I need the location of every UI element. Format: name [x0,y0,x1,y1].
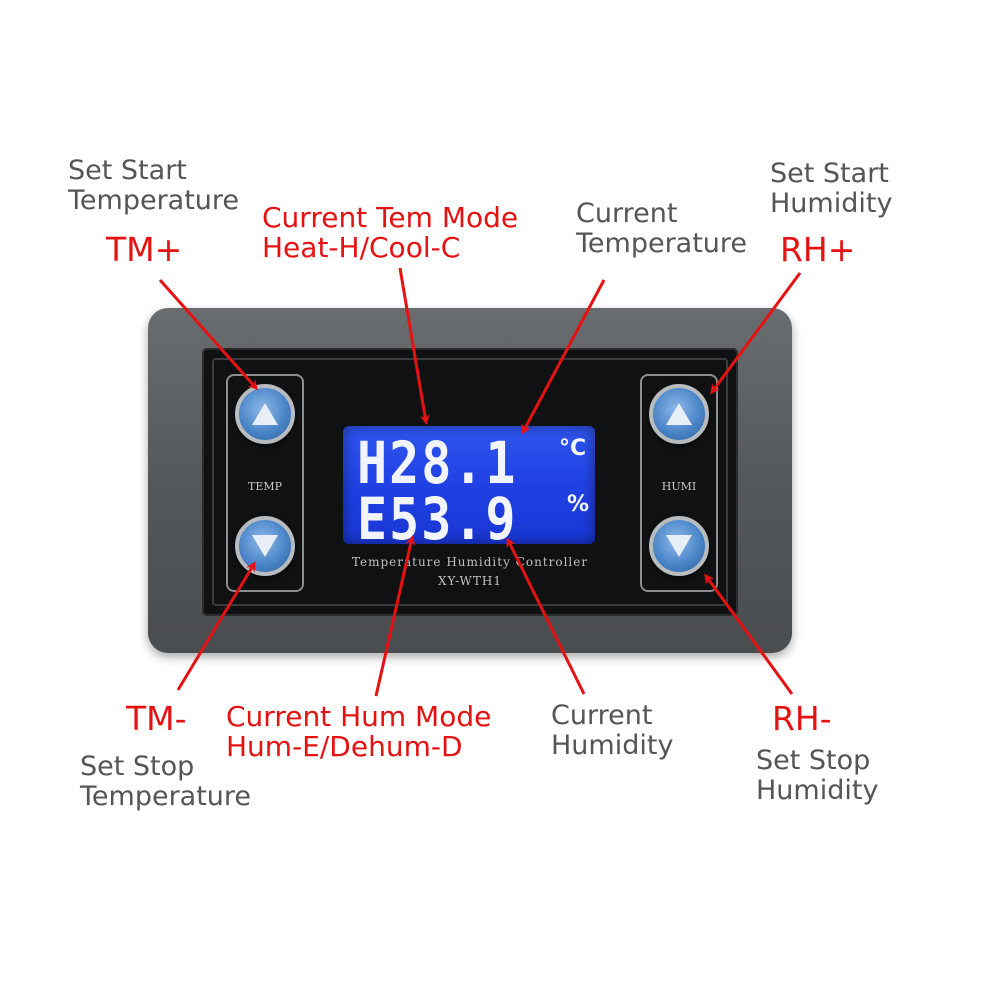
triangle-up-icon [666,403,692,425]
current-hum-line2: Humidity [551,730,674,761]
rh-plus-desc-line1: Set Start [770,158,889,189]
temp-up-button[interactable] [235,384,295,444]
rh-plus-title: RH+ [780,230,856,269]
tm-minus-desc-line1: Set Stop [80,751,195,782]
tm-plus-desc-line2: Temperature [68,185,240,216]
arrow-current-hum [506,537,586,695]
temp-mode-line1: Current Tem Mode [262,201,519,234]
temp-button-caption: TEMP [247,480,283,493]
hum-mode-line2: Hum-E/Dehum-D [226,730,463,763]
faceplate-border [212,358,728,606]
arrow-temp-mode [398,267,430,425]
triangle-down-icon [252,535,278,557]
humi-button-group: HUMI [640,374,718,592]
device-faceplate: TEMP H28.1 °C E53.9 % Temperature Humidi… [202,348,738,616]
rh-plus-desc-line2: Humidity [770,188,893,219]
current-hum-line1: Current [551,700,653,731]
current-temp-line1: Current [576,198,678,229]
temp-button-group: TEMP [226,374,304,592]
tm-plus-title: TM+ [106,230,183,269]
tm-minus-title: TM- [126,699,187,738]
model-name: XY-WTH1 [438,574,502,588]
temp-mode-line2: Heat-H/Cool-C [262,231,461,264]
arrow-tm-minus [176,561,256,691]
display-hum-unit: % [567,492,590,517]
arrow-current-temp [521,279,606,435]
display-temp-unit: °C [559,436,587,461]
current-temp-line2: Temperature [576,228,748,259]
arrow-tm-plus [158,279,258,391]
rh-minus-desc-line1: Set Stop [756,745,871,776]
controller-device: TEMP H28.1 °C E53.9 % Temperature Humidi… [148,308,792,653]
humi-down-button[interactable] [649,516,709,576]
lcd-display: H28.1 °C E53.9 % [343,426,595,553]
arrow-hum-mode [374,535,416,697]
tm-plus-desc-line1: Set Start [68,155,187,186]
temp-down-button[interactable] [235,516,295,576]
triangle-down-icon [666,535,692,557]
display-humidity: E53.9 [357,486,518,553]
rh-minus-desc-line2: Humidity [756,775,879,806]
rh-minus-title: RH- [772,699,832,738]
humi-up-button[interactable] [649,384,709,444]
product-name: Temperature Humidity Controller [351,555,589,569]
arrow-rh-plus [710,272,802,395]
triangle-up-icon [252,403,278,425]
arrow-rh-minus [704,573,794,695]
humi-button-caption: HUMI [661,480,697,493]
display-temperature: H28.1 [357,430,518,497]
tm-minus-desc-line2: Temperature [80,781,252,812]
hum-mode-line1: Current Hum Mode [226,700,492,733]
